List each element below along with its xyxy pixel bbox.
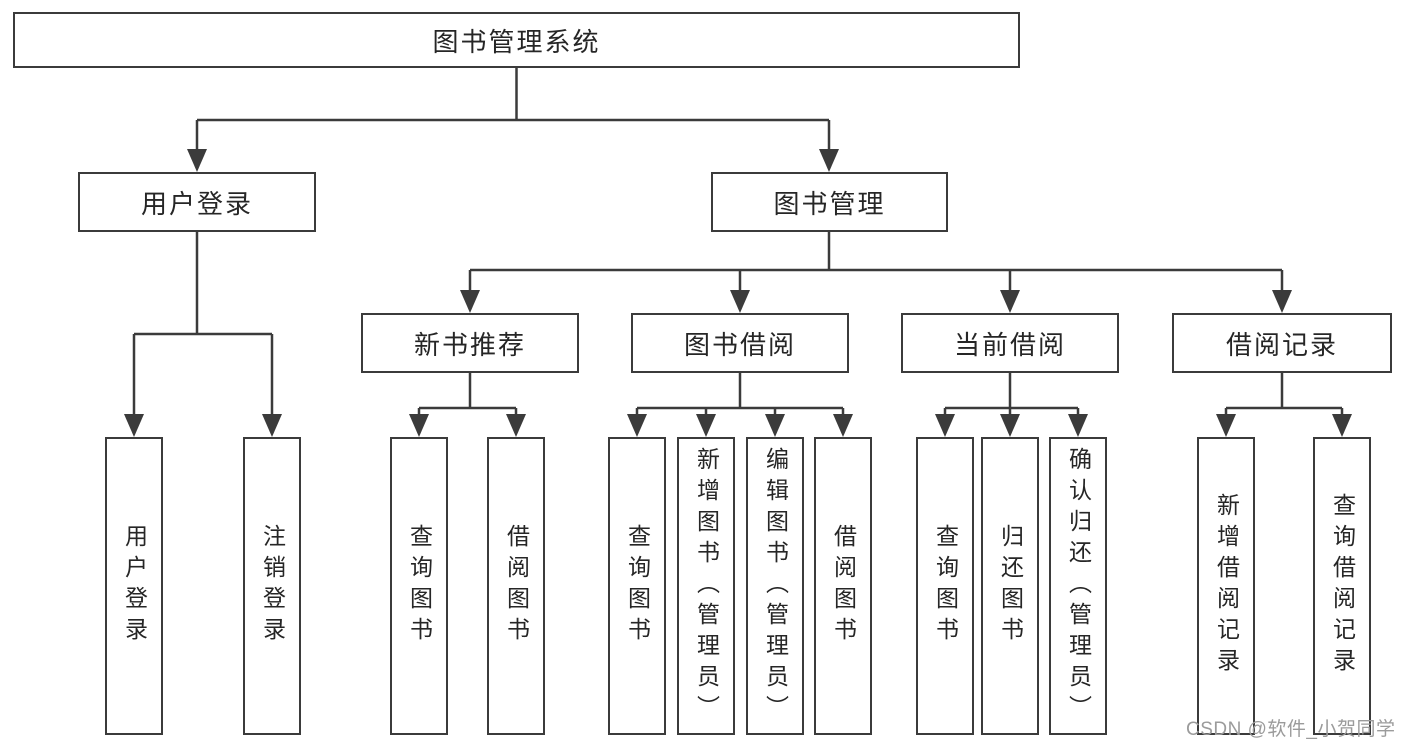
leaf-user-login-label: 用户登录 <box>121 524 148 648</box>
node-user-login: 用户登录 <box>78 172 316 232</box>
node-book-mgmt-label: 图书管理 <box>773 188 886 219</box>
leaf-add-book-admin: 新增图书（管理员） <box>677 437 735 735</box>
arrowhead-down-icon <box>1332 414 1352 437</box>
arrowhead-down-icon <box>730 290 750 313</box>
arrowhead-down-icon <box>696 414 716 437</box>
node-borrow-record: 借阅记录 <box>1172 313 1392 373</box>
arrowhead-down-icon <box>765 414 785 437</box>
leaf-return-book: 归还图书 <box>981 437 1039 735</box>
leaf-search-book-current: 查询图书 <box>916 437 974 735</box>
leaf-search-book-current-label: 查询图书 <box>932 524 959 648</box>
leaf-edit-book-admin: 编辑图书（管理员） <box>746 437 804 735</box>
leaf-confirm-return-admin: 确认归还（管理员） <box>1049 437 1107 735</box>
arrowhead-down-icon <box>819 149 839 172</box>
arrowhead-down-icon <box>1068 414 1088 437</box>
connector-current-borrow-leaves <box>935 373 1088 437</box>
leaf-logout-label: 注销登录 <box>259 524 286 648</box>
arrowhead-down-icon <box>1272 290 1292 313</box>
arrowhead-down-icon <box>409 414 429 437</box>
leaf-add-borrow-record: 新增借阅记录 <box>1197 437 1255 735</box>
arrowhead-down-icon <box>1000 414 1020 437</box>
arrowhead-down-icon <box>935 414 955 437</box>
arrowhead-down-icon <box>124 414 144 437</box>
connector-borrow-record-leaves <box>1216 373 1352 437</box>
leaf-return-book-label: 归还图书 <box>997 524 1024 648</box>
leaf-confirm-return-admin-label: 确认归还（管理员） <box>1065 446 1092 726</box>
arrowhead-down-icon <box>1216 414 1236 437</box>
leaf-logout: 注销登录 <box>243 437 301 735</box>
connector-root-to-level2 <box>187 68 839 172</box>
node-new-book-rec: 新书推荐 <box>361 313 579 373</box>
leaf-search-book-borrow-label: 查询图书 <box>624 524 651 648</box>
node-user-login-label: 用户登录 <box>140 188 253 219</box>
node-root-label: 图书管理系统 <box>432 26 601 57</box>
leaf-search-book-newrec: 查询图书 <box>390 437 448 735</box>
leaf-search-book-newrec-label: 查询图书 <box>406 524 433 648</box>
arrowhead-down-icon <box>1000 290 1020 313</box>
leaf-add-book-admin-label: 新增图书（管理员） <box>693 446 720 726</box>
node-book-borrow-label: 图书借阅 <box>683 329 796 360</box>
node-root: 图书管理系统 <box>13 12 1020 68</box>
arrowhead-down-icon <box>506 414 526 437</box>
leaf-search-book-borrow: 查询图书 <box>608 437 666 735</box>
arrowhead-down-icon <box>460 290 480 313</box>
leaf-user-login: 用户登录 <box>105 437 163 735</box>
arrowhead-down-icon <box>833 414 853 437</box>
node-book-mgmt: 图书管理 <box>711 172 948 232</box>
connector-new-book-rec-leaves <box>409 373 526 437</box>
leaf-borrow-book-label: 借阅图书 <box>830 524 857 648</box>
node-current-borrow-label: 当前借阅 <box>953 329 1066 360</box>
leaf-add-borrow-record-label: 新增借阅记录 <box>1213 493 1240 679</box>
arrowhead-down-icon <box>627 414 647 437</box>
connector-book-borrow-leaves <box>627 373 853 437</box>
leaf-borrow-book-newrec-label: 借阅图书 <box>503 524 530 648</box>
node-current-borrow: 当前借阅 <box>901 313 1119 373</box>
leaf-borrow-book: 借阅图书 <box>814 437 872 735</box>
leaf-borrow-book-newrec: 借阅图书 <box>487 437 545 735</box>
leaf-search-borrow-record-label: 查询借阅记录 <box>1329 493 1356 679</box>
arrowhead-down-icon <box>262 414 282 437</box>
watermark-text: CSDN @软件_小贺同学 <box>1186 719 1396 740</box>
arrowhead-down-icon <box>187 149 207 172</box>
node-book-borrow: 图书借阅 <box>631 313 849 373</box>
leaf-search-borrow-record: 查询借阅记录 <box>1313 437 1371 735</box>
connector-user-login-to-leaves <box>124 232 282 437</box>
leaf-edit-book-admin-label: 编辑图书（管理员） <box>762 446 789 726</box>
node-borrow-record-label: 借阅记录 <box>1225 329 1338 360</box>
node-new-book-rec-label: 新书推荐 <box>413 329 526 360</box>
connector-book-mgmt-to-level3 <box>460 232 1292 313</box>
